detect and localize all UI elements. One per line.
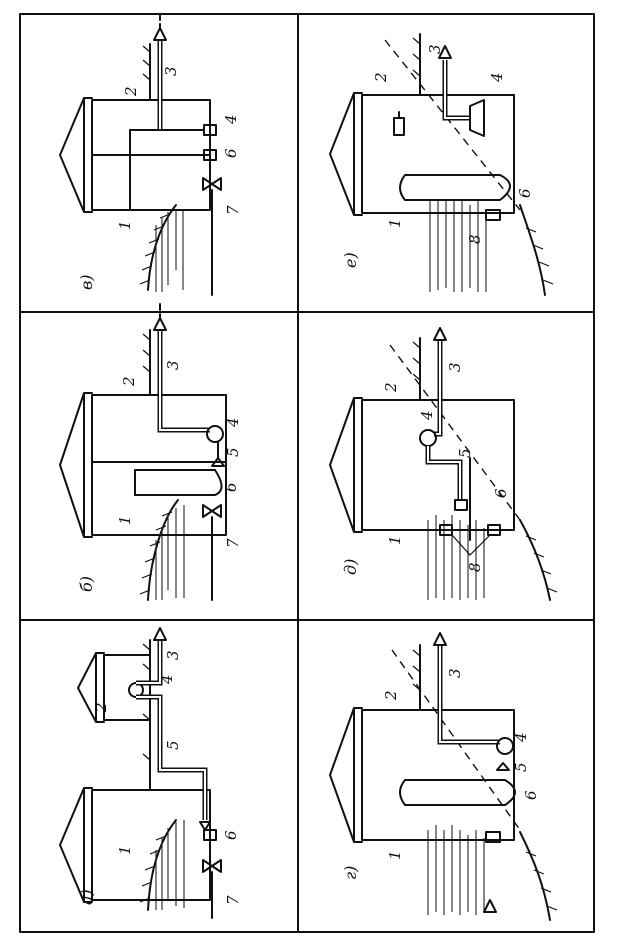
- pump-4: [206, 425, 224, 443]
- building-roof: [59, 97, 93, 213]
- label-7: 7: [224, 538, 242, 548]
- label-1: 1: [116, 220, 134, 230]
- label-1: 1: [386, 218, 404, 228]
- label-2: 2: [382, 690, 400, 701]
- label-5: 5: [456, 448, 474, 458]
- label-5: 5: [224, 447, 242, 457]
- label-4: 4: [158, 674, 176, 685]
- screen-8b: [487, 524, 501, 536]
- screen-8: [485, 209, 501, 221]
- figure-frame: [19, 13, 595, 933]
- wet-well-6: [399, 174, 511, 201]
- motor: [393, 111, 405, 136]
- panel-v: в) 1 2 3 4 6 7: [59, 13, 242, 296]
- label-6: 6: [222, 482, 240, 492]
- label-4: 4: [512, 732, 530, 743]
- label-2: 2: [382, 382, 400, 393]
- label-2: 2: [372, 72, 390, 83]
- screen-6: [203, 829, 217, 841]
- label-7: 7: [224, 895, 242, 905]
- wet-well-6: [134, 469, 223, 496]
- label-7: 7: [224, 205, 242, 215]
- label-6: 6: [492, 488, 510, 498]
- pump-house: [103, 654, 151, 721]
- pump-4: [469, 99, 485, 137]
- label-8: 8: [466, 562, 484, 572]
- label-1: 1: [386, 850, 404, 860]
- label-6: 6: [516, 188, 534, 198]
- caption-g: г): [341, 866, 360, 880]
- label-4: 4: [224, 417, 242, 428]
- screen-8a: [439, 524, 453, 536]
- label-1: 1: [386, 535, 404, 545]
- panel-d: д) 1 2 3 4 5 6 8: [329, 327, 558, 601]
- caption-a: а): [77, 889, 96, 905]
- label-4: 4: [418, 410, 436, 421]
- label-2: 2: [122, 86, 140, 97]
- caption-e: е): [341, 252, 360, 268]
- label-5: 5: [512, 762, 530, 772]
- flow-arrow: [153, 27, 167, 41]
- caption-b: б): [77, 576, 96, 592]
- label-6: 6: [222, 148, 240, 158]
- label-6: 6: [522, 790, 540, 800]
- label-3: 3: [426, 44, 444, 54]
- pump-4: [496, 737, 514, 755]
- label-3: 3: [164, 650, 182, 660]
- label-3: 3: [446, 362, 464, 372]
- label-3: 3: [446, 668, 464, 678]
- label-1: 1: [116, 845, 134, 855]
- label-4: 4: [488, 72, 506, 83]
- wet-well-6: [399, 779, 516, 806]
- valve: [202, 177, 222, 191]
- water-lines: [155, 210, 184, 292]
- panel-a: а) 1 2 3 4 5 6 7: [59, 627, 242, 919]
- panel-e: е) 1 2 3 4 6 8: [329, 33, 554, 296]
- label-3: 3: [162, 66, 180, 76]
- label-2: 2: [92, 702, 110, 713]
- label-5: 5: [164, 740, 182, 750]
- screen-6: [454, 499, 468, 511]
- intake-building: [91, 789, 211, 901]
- screen: [485, 831, 501, 843]
- label-8: 8: [466, 234, 484, 244]
- bank-slope: [147, 204, 177, 291]
- caption-v: в): [77, 274, 96, 290]
- pump-4: [419, 429, 437, 447]
- panel-b: б) 1 2 3 4 5 6 7: [59, 303, 242, 601]
- label-1: 1: [116, 515, 134, 525]
- label-2: 2: [120, 376, 138, 387]
- label-4: 4: [222, 114, 240, 125]
- caption-d: д): [341, 559, 360, 575]
- panel-g: г) 1 2 3 4 5 6: [329, 632, 558, 921]
- label-6: 6: [222, 830, 240, 840]
- label-3: 3: [164, 360, 182, 370]
